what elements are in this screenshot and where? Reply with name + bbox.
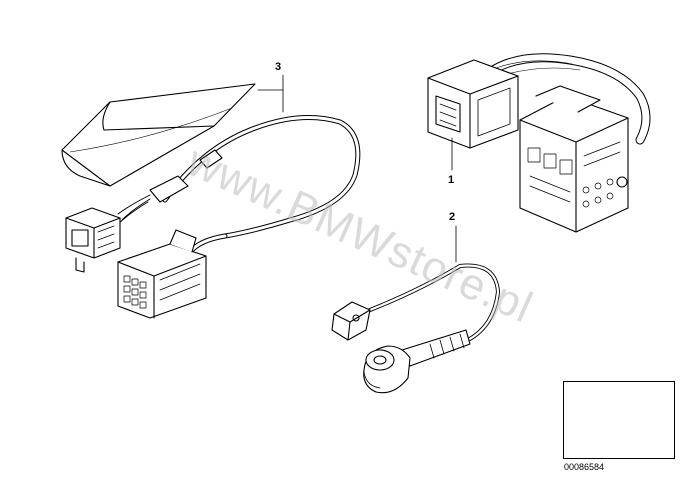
callout-part-1: 1 bbox=[448, 174, 455, 186]
sleeve-tube bbox=[61, 83, 256, 187]
part-3-adapter-cable bbox=[61, 74, 361, 319]
callout-part-2: 2 bbox=[449, 211, 456, 223]
part-1-harness-connector bbox=[427, 53, 651, 233]
vehicle-thumbnail-frame bbox=[563, 381, 675, 459]
leader-3 bbox=[257, 74, 284, 113]
diagram-number: 00086584 bbox=[564, 462, 605, 472]
callout-part-3: 3 bbox=[275, 61, 282, 73]
part-2-antenna-adapter bbox=[331, 225, 500, 394]
large-connector bbox=[117, 229, 207, 319]
small-connector bbox=[65, 207, 121, 273]
